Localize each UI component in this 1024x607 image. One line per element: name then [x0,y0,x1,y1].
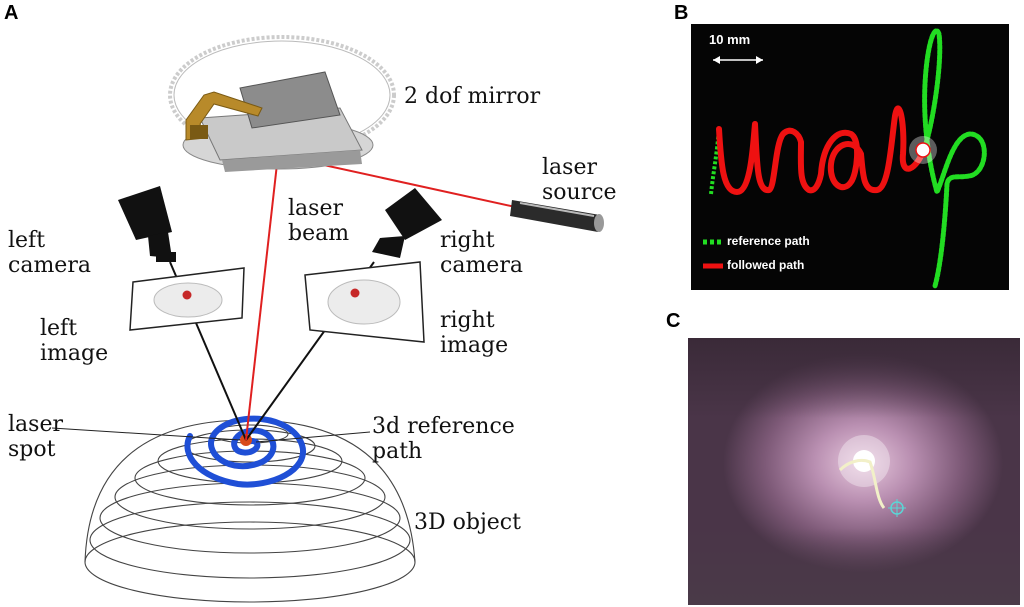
legend-followed-label: followed path [727,258,805,272]
followed-path-trace [716,105,926,195]
right-image-label: right image [440,308,509,358]
panel-a-diagram [51,35,604,603]
right-camera-body [372,188,442,258]
legend-reference-label: reference path [727,234,810,248]
panel-c-photo [688,338,1020,605]
right-camera-label: right camera [440,228,523,278]
mirror-base [182,107,374,172]
reference-path-trace [920,28,987,289]
left-camera-body [118,186,176,262]
mirror-label: 2 dof mirror [404,84,541,109]
panel-b-image: 10 mm reference path followed path [691,24,1009,290]
left-image-plane [129,267,245,331]
reference-path-label: 3d reference path [372,414,515,464]
laser-beam-line [245,154,279,441]
tissue-trace [838,435,906,517]
laser-spot-label: laser spot [8,412,63,462]
mirror-plate [239,71,341,129]
laser-spot-leader [51,427,241,441]
right-image-plane [304,261,425,343]
scale-label: 10 mm [709,32,751,47]
panel-c-letter: C [666,310,681,332]
laser-source-label: laser source [542,155,617,205]
object-label: 3D object [414,510,521,535]
reference-path-leader [255,431,371,443]
panel-b-letter: B [674,2,689,24]
handwriting-canvas [703,28,987,289]
laser-source-device [510,200,604,232]
left-camera-label: left camera [8,228,91,278]
panel-a-letter: A [4,2,19,24]
left-image-label: left image [40,316,109,366]
dome-object [84,419,416,603]
reference-spiral [184,415,306,488]
laser-beam-label: laser beam [288,196,350,246]
